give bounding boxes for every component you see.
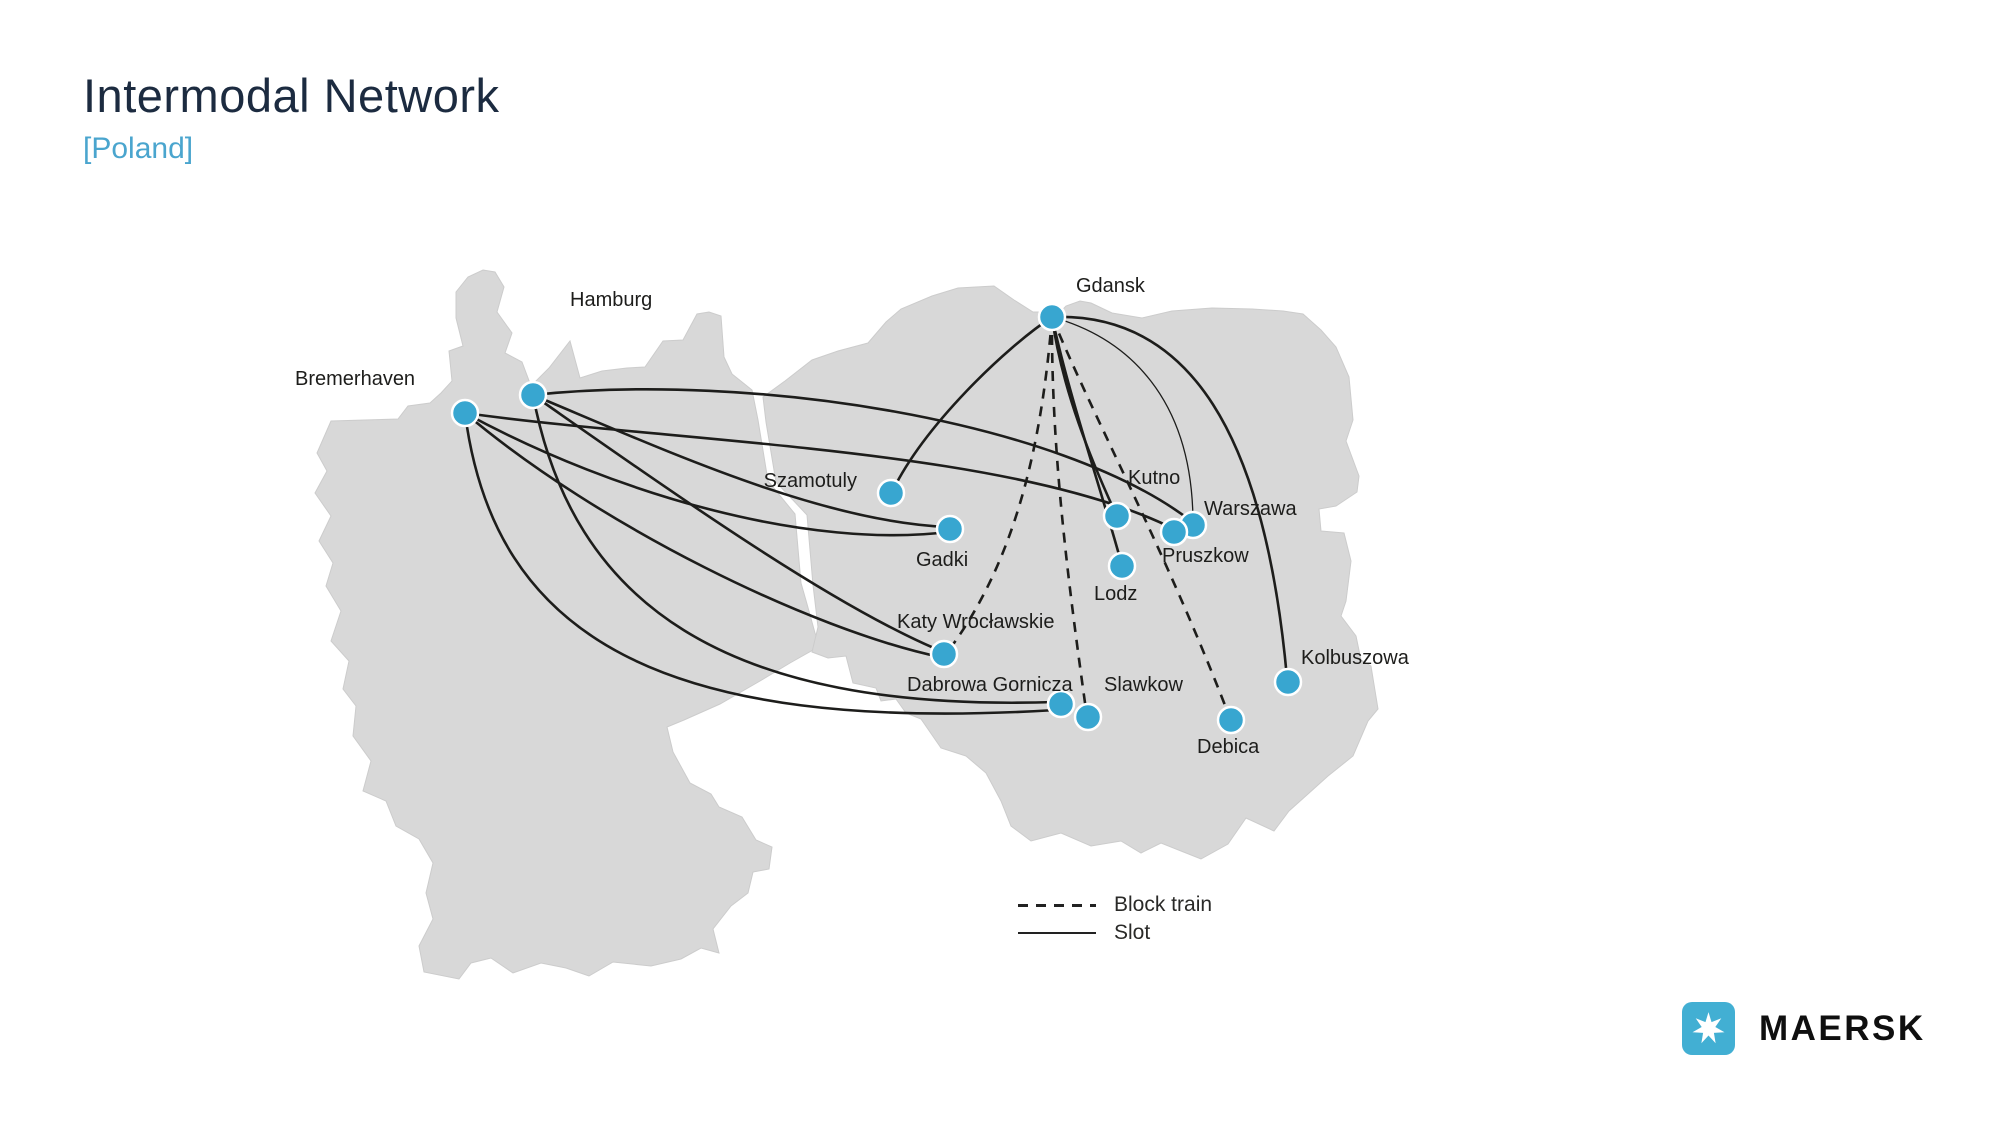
legend-item-block-train: Block train [1018, 891, 1212, 919]
maersk-wordmark: MAERSK [1759, 1008, 1926, 1048]
city-label-debica: Debica [1197, 736, 1260, 758]
city-node-lodz [1107, 551, 1137, 581]
route-hamburg-dabrowa-gornicza [531, 394, 1057, 705]
city-label-katy-wroclawskie: Katy Wrocławskie [897, 611, 1054, 633]
route-gdansk-katy-wroclawskie [947, 316, 1054, 651]
route-gdansk-slawkow [1050, 316, 1088, 711]
city-node-dabrowa-gornicza [1046, 689, 1076, 719]
maersk-star-icon [1682, 1002, 1735, 1055]
block-train-label: Block train [1114, 893, 1213, 916]
germany-landmass [314, 269, 821, 980]
city-label-szamotuly: Szamotuly [764, 470, 857, 492]
city-label-slawkow: Slawkow [1104, 674, 1183, 696]
route-bremerhaven-gadki [464, 411, 949, 537]
page-subtitle: [Poland] [83, 132, 194, 165]
city-node-pruszkow [1159, 517, 1189, 547]
city-label-hamburg: Hamburg [570, 289, 652, 311]
rail-connections [463, 315, 1289, 715]
route-hamburg-katy-wroclawskie [532, 393, 942, 653]
city-label-gdansk: Gdansk [1076, 275, 1146, 297]
route-gdansk-lodz [1050, 316, 1123, 563]
title-block: Intermodal Network [Poland] [83, 68, 500, 166]
city-label-gadki: Gadki [916, 549, 968, 571]
city-label-lodz: Lodz [1094, 583, 1137, 605]
slot-line-sample [1018, 932, 1096, 934]
city-label-pruszkow: Pruszkow [1162, 545, 1249, 567]
city-node-bremerhaven [450, 398, 480, 428]
page-title: Intermodal Network [83, 69, 500, 122]
city-nodes [450, 302, 1303, 735]
route-hamburg-gadki [532, 393, 949, 529]
city-node-slawkow [1073, 702, 1103, 732]
route-bremerhaven-dabrowa-gornicza [463, 412, 1057, 715]
route-gdansk-debica [1050, 316, 1230, 714]
route-gdansk-warszawa [1051, 316, 1194, 522]
legend-item-slot: Slot [1018, 919, 1212, 947]
city-node-hamburg [518, 380, 548, 410]
city-node-kolbuszowa [1273, 667, 1303, 697]
slot-label: Slot [1114, 921, 1151, 944]
route-bremerhaven-katy-wroclawskie [464, 412, 941, 659]
city-label-warszawa: Warszawa [1204, 498, 1297, 520]
city-label-bremerhaven: Bremerhaven [295, 368, 415, 390]
city-node-szamotuly [876, 478, 906, 508]
city-node-katy-wroclawskie [929, 639, 959, 669]
city-node-kutno [1102, 501, 1132, 531]
city-node-debica [1216, 705, 1246, 735]
city-label-kolbuszowa: Kolbuszowa [1301, 647, 1410, 669]
legend: Block train Slot [1018, 891, 1212, 947]
seven-pointed-star-icon [1692, 1012, 1725, 1044]
block-train-line-sample [1018, 903, 1096, 907]
route-bremerhaven-pruszkow [464, 411, 1173, 530]
city-label-kutno: Kutno [1128, 467, 1180, 489]
city-label-dabrowa-gornicza: Dabrowa Gornicza [907, 674, 1074, 696]
city-node-gdansk [1037, 302, 1067, 332]
route-hamburg-warszawa [532, 388, 1192, 523]
poland-landmass [762, 285, 1379, 860]
maersk-logo: MAERSK [1682, 1002, 1926, 1055]
city-node-gadki [935, 514, 965, 544]
route-gdansk-kolbuszowa [1051, 315, 1289, 679]
route-gdansk-szamotuly [891, 315, 1053, 491]
